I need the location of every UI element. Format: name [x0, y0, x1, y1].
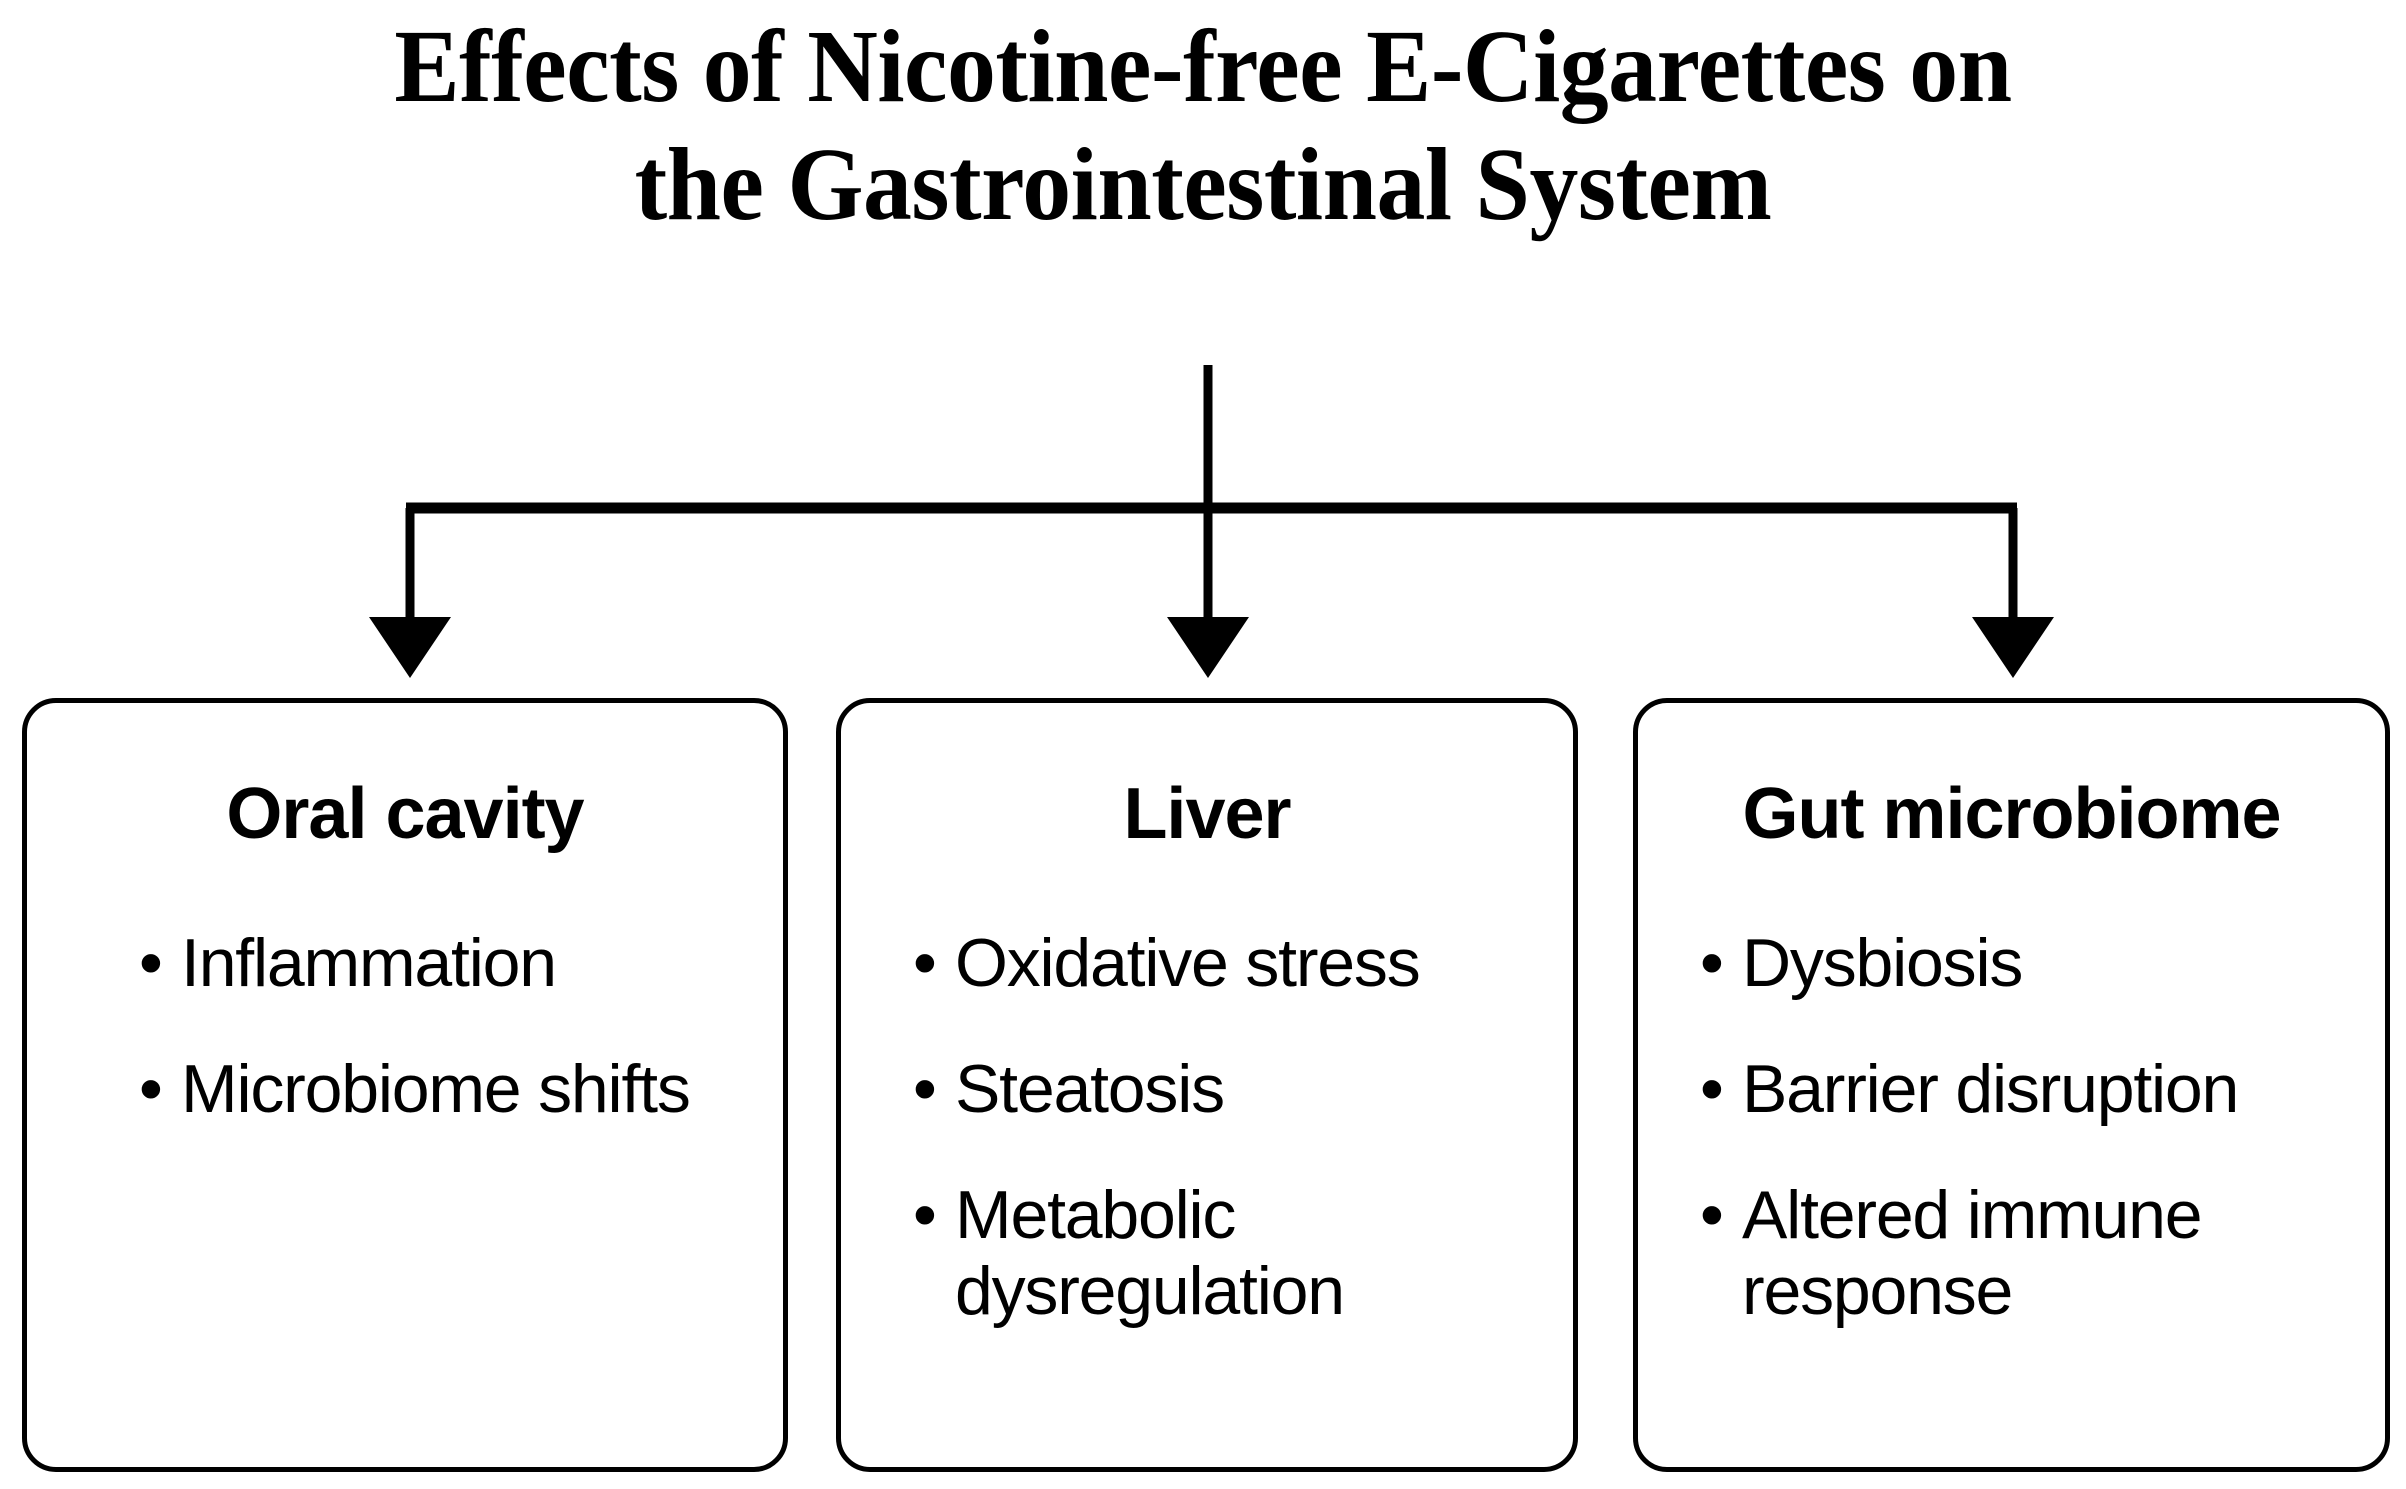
bullet-icon: • — [913, 925, 937, 1001]
list-item: • Metabolic dysregulation — [913, 1177, 1553, 1329]
node-list-gut-microbiome: • Dysbiosis • Barrier disruption • Alter… — [1700, 925, 2367, 1379]
list-item: • Altered immune response — [1700, 1177, 2367, 1329]
list-item: • Dysbiosis — [1700, 925, 2367, 1001]
list-item: • Microbiome shifts — [139, 1051, 757, 1127]
bullet-icon: • — [139, 925, 163, 1001]
list-item-label: Metabolic dysregulation — [955, 1177, 1345, 1329]
node-box-liver: Liver • Oxidative stress • Steatosis • M… — [836, 698, 1578, 1472]
list-item: • Barrier disruption — [1700, 1051, 2367, 1127]
bullet-icon: • — [1700, 1177, 1724, 1253]
bullet-icon: • — [913, 1051, 937, 1127]
bullet-icon: • — [139, 1051, 163, 1127]
arrow-head-left — [369, 617, 451, 678]
list-item-label: Steatosis — [955, 1051, 1225, 1127]
list-item-label: Barrier disruption — [1742, 1051, 2239, 1127]
title-line-1: Effects of Nicotine-free E-Cigarettes on — [394, 9, 2012, 124]
figure-title: Effects of Nicotine-free E-Cigarettes on… — [72, 8, 2334, 244]
bullet-icon: • — [913, 1177, 937, 1253]
title-line-2: the Gastrointestinal System — [634, 127, 1772, 242]
node-title-liver: Liver — [1123, 774, 1291, 854]
node-list-liver: • Oxidative stress • Steatosis • Metabol… — [913, 925, 1553, 1379]
list-item: • Oxidative stress — [913, 925, 1553, 1001]
list-item-label: Oxidative stress — [955, 925, 1421, 1001]
node-box-oral-cavity: Oral cavity • Inflammation • Microbiome … — [22, 698, 788, 1472]
list-item-label: Inflammation — [181, 925, 557, 1001]
list-item-label: Altered immune response — [1742, 1177, 2203, 1329]
list-item: • Steatosis — [913, 1051, 1553, 1127]
list-item-label: Dysbiosis — [1742, 925, 2023, 1001]
node-list-oral-cavity: • Inflammation • Microbiome shifts — [139, 925, 757, 1177]
list-item: • Inflammation — [139, 925, 757, 1001]
arrow-head-middle — [1167, 617, 1249, 678]
bullet-icon: • — [1700, 925, 1724, 1001]
node-title-oral-cavity: Oral cavity — [226, 774, 584, 854]
list-item-label: Microbiome shifts — [181, 1051, 691, 1127]
node-box-gut-microbiome: Gut microbiome • Dysbiosis • Barrier dis… — [1633, 698, 2390, 1472]
bullet-icon: • — [1700, 1051, 1724, 1127]
arrow-head-right — [1972, 617, 2054, 678]
node-title-gut-microbiome: Gut microbiome — [1742, 774, 2281, 854]
